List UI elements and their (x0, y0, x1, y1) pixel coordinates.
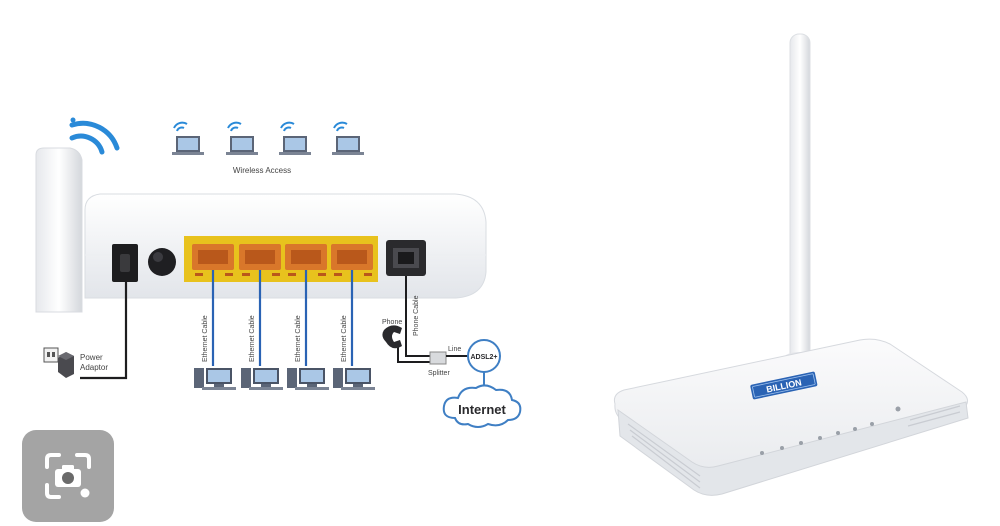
desktop-pc-icon (241, 368, 283, 390)
power-label-line1: Power (80, 353, 103, 362)
wifi-icon (69, 117, 120, 155)
power-cable (80, 282, 128, 380)
phone-cable (397, 276, 430, 363)
visual-search-button[interactable] (22, 430, 114, 522)
ethernet-cable-label: Ethernet Cable (295, 315, 302, 362)
desktop-pc-icon (287, 368, 329, 390)
laptop-icon (172, 121, 204, 155)
wireless-clients (172, 121, 364, 155)
led-indicator (853, 427, 857, 431)
camera-search-icon (45, 453, 91, 499)
ethernet-cable-label: Ethernet Cable (202, 315, 209, 362)
splitter-label: Splitter (428, 370, 450, 377)
led-indicator (836, 431, 840, 435)
ethernet-cable-label: Ethernet Cable (341, 315, 348, 362)
power-adaptor-icon (43, 347, 74, 378)
ethernet-port (239, 244, 281, 270)
ethernet-port (285, 244, 327, 270)
led-indicator (818, 436, 822, 440)
laptop-icon (279, 121, 311, 155)
power-button (148, 248, 176, 276)
ethernet-port (331, 244, 373, 270)
led-indicator (760, 451, 764, 455)
laptop-icon (226, 121, 258, 155)
router-antenna-stub (35, 147, 83, 313)
ethernet-cable-label: Ethernet Cable (249, 315, 256, 362)
router-antenna (789, 33, 811, 365)
led-indicators (760, 406, 901, 455)
wired-clients (194, 368, 375, 390)
led-indicator (870, 422, 874, 426)
ethernet-cable-labels: Ethernet Cable Ethernet Cable Ethernet C… (202, 315, 348, 362)
desktop-pc-icon (194, 368, 236, 390)
internet-cloud-icon (442, 384, 522, 428)
vent-slots (627, 405, 961, 489)
internet-label: Internet (458, 402, 506, 417)
ethernet-cables (211, 270, 354, 366)
phone-cable-label: Phone Cable (413, 295, 420, 336)
desktop-pc-icon (333, 368, 375, 390)
adsl-label: ADSL2+ (470, 354, 497, 361)
led-indicator (799, 441, 803, 445)
splitter-icon (429, 351, 447, 365)
phone-label: Phone (382, 319, 402, 326)
wireless-caption: Wireless Access (233, 166, 291, 175)
router-rear (84, 193, 487, 299)
power-label-line2: Adaptor (80, 363, 108, 372)
laptop-icon (332, 121, 364, 155)
ethernet-port (192, 244, 234, 270)
telephone-icon (382, 325, 402, 349)
led-indicator (895, 406, 901, 412)
brand-badge: BILLION (750, 371, 818, 400)
line-label: Line (448, 346, 461, 353)
connection-diagram: Wireless Access (35, 117, 522, 428)
led-indicator (780, 446, 784, 450)
router-product-photo: BILLION (613, 33, 969, 496)
